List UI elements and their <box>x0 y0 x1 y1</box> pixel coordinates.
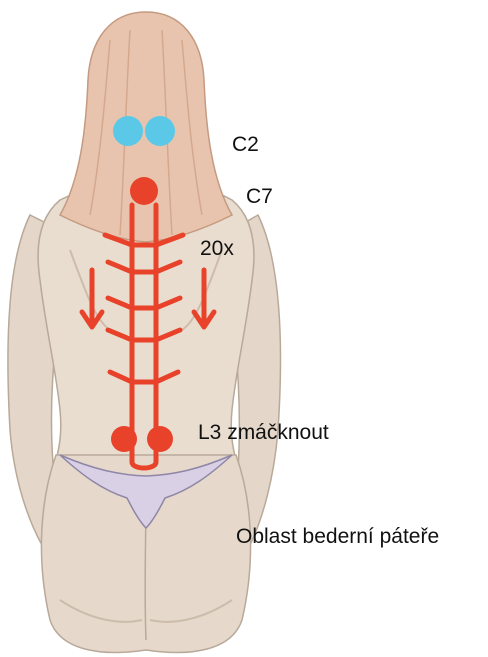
lumbar-region-label: Oblast bederní páteře <box>236 526 439 547</box>
c7-point <box>130 177 158 205</box>
repeat-count-label: 20x <box>200 238 234 259</box>
l3-label: L3 zmáčknout <box>198 422 329 443</box>
back-figure <box>8 12 281 652</box>
l3-point-left <box>111 426 137 452</box>
c2-label: C2 <box>232 134 259 155</box>
l3-point-right <box>147 426 173 452</box>
c2-point-right <box>145 116 175 146</box>
c7-label: C7 <box>246 186 273 207</box>
c2-point-left <box>113 116 143 146</box>
